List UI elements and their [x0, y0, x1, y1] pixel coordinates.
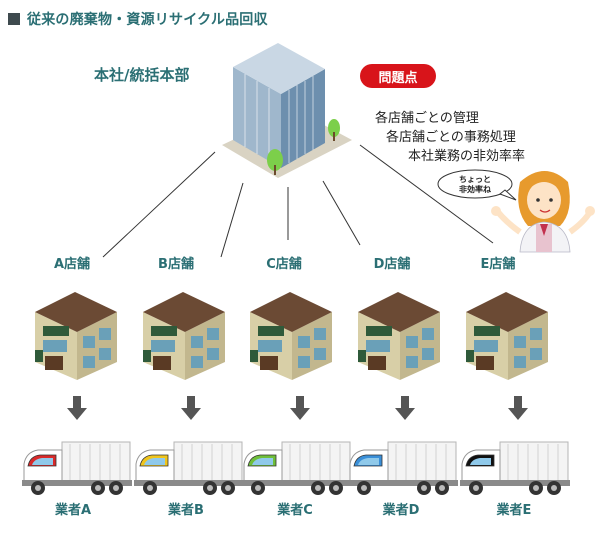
truck-icon-e [460, 441, 570, 495]
connector-line-a [102, 151, 216, 258]
vendor-label-c: 業者C [277, 503, 313, 518]
vendor-label-e: 業者E [496, 503, 532, 518]
store-building-icon-c [250, 292, 332, 380]
speech-bubble [437, 169, 517, 201]
truck-icon-a [22, 441, 132, 495]
down-arrows [67, 396, 528, 420]
header-square-icon [8, 13, 20, 25]
store-label-d: D店舗 [373, 257, 411, 272]
down-arrow-icon-b [181, 396, 201, 420]
store-label-b: B店舗 [158, 257, 194, 272]
store-label-c: C店舗 [266, 257, 302, 272]
page-header: 従来の廃棄物・資源リサイクル品回収 [8, 8, 268, 30]
headquarters-building-icon [222, 43, 352, 178]
truck-icon-b [134, 441, 244, 495]
store-label-e: E店舗 [480, 257, 516, 272]
store-label-a: A店舗 [53, 257, 91, 272]
truck-icon-c [242, 441, 352, 495]
connector-lines [102, 144, 494, 258]
store-building-icon-d [358, 292, 440, 380]
page-title: 従来の廃棄物・資源リサイクル品回収 [27, 12, 268, 28]
connector-line-b [220, 182, 244, 258]
headquarters-label: 本社/統括本部 [94, 66, 190, 84]
problem-item: 各店舗ごとの事務処理 [386, 130, 516, 145]
vendor-label-a: 業者A [54, 503, 92, 518]
down-arrow-icon-c [290, 396, 310, 420]
vendor-label-d: 業者D [382, 503, 420, 518]
speech-bubble-text: ちょっと 非効率ね [446, 175, 504, 195]
problem-item: 本社業務の非効率率 [408, 149, 526, 164]
truck-icon-d [348, 441, 458, 495]
vendor-label-b: 業者B [168, 503, 204, 518]
down-arrow-icon-e [508, 396, 528, 420]
store-building-icon-b [143, 292, 225, 380]
store-building-icon-e [466, 292, 548, 380]
speech-line: 非効率ね [459, 185, 491, 194]
down-arrow-icon-d [395, 396, 415, 420]
connector-line-d [322, 180, 361, 246]
problem-item: 各店舗ごとの管理 [375, 111, 479, 126]
problem-badge: 問題点 [360, 64, 436, 88]
store-building-icon-a [35, 292, 117, 380]
connector-line-e [359, 144, 494, 244]
woman-character-icon [491, 171, 595, 253]
speech-line: ちょっと [459, 175, 491, 184]
down-arrow-icon-a [67, 396, 87, 420]
